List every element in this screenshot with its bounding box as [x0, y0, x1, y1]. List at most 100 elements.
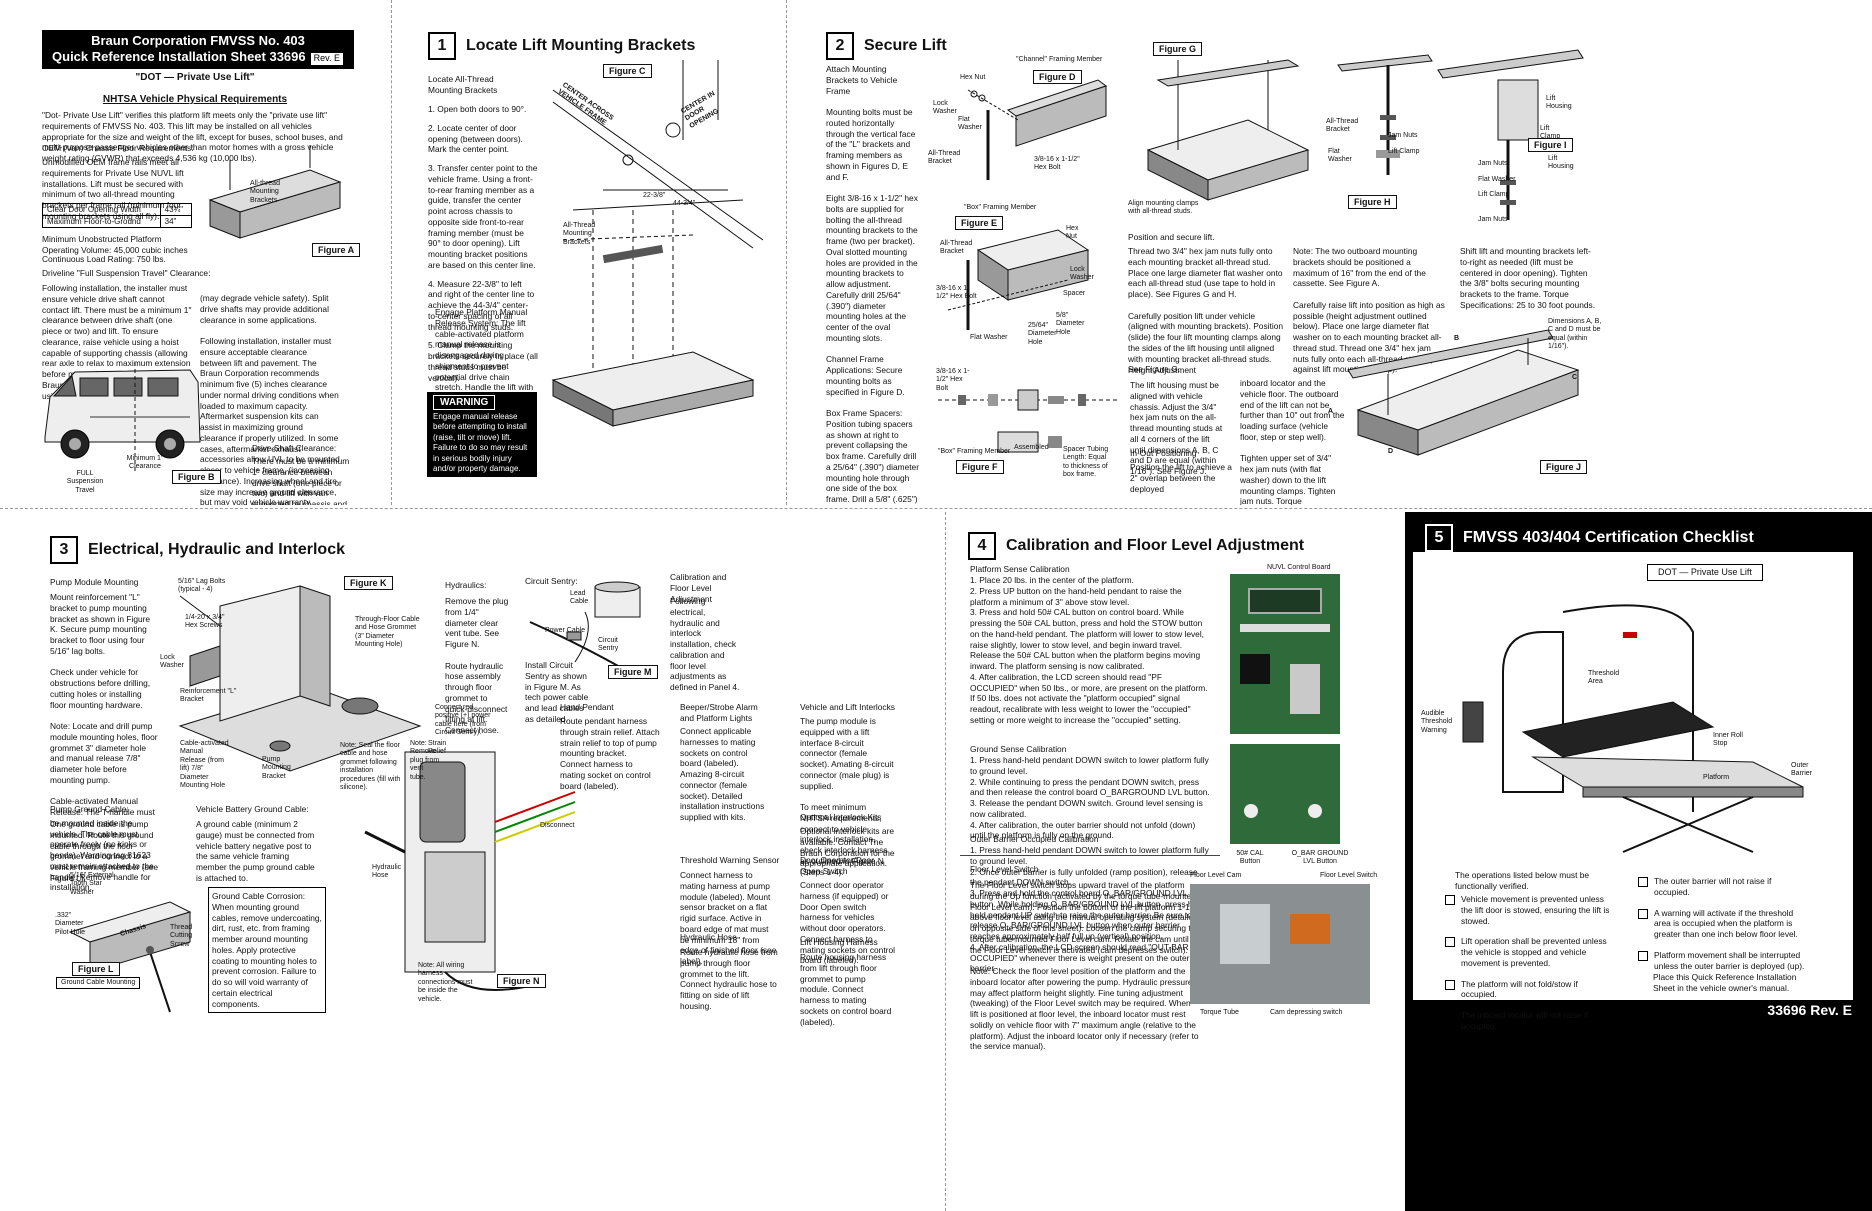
- figure-e-illustration: [947, 229, 1090, 330]
- board-detail-photo: [1230, 744, 1340, 844]
- divider-2: [786, 0, 787, 505]
- checkbox[interactable]: [1445, 979, 1455, 990]
- check-item[interactable]: The inboard locator will not raise if oc…: [1445, 1010, 1615, 1032]
- checkbox[interactable]: [1638, 950, 1648, 961]
- ops-intro: The operations listed below must be func…: [1455, 870, 1590, 891]
- figure-n-label: Figure N: [497, 974, 546, 988]
- lbl-diam2-e: 25/64" Diameter Hole: [1028, 322, 1057, 346]
- lbl-spacer-e: Spacer: [1063, 290, 1086, 297]
- circuit-text: Install Circuit Sentry as shown in Figur…: [525, 660, 589, 724]
- page-5-calibration: 4 Calibration and Floor Level Adjustment…: [960, 512, 1400, 1211]
- figure-l-illustration: [68, 901, 192, 1013]
- lbl-circuit-sentry: Circuit Sentry: [598, 637, 619, 653]
- figure-f-illustration: [938, 389, 1118, 453]
- figure-h-label: Figure H: [1348, 195, 1397, 209]
- lbl-lockwasher: Lock Washer: [160, 654, 184, 670]
- lbl-disconnect: Disconnect: [540, 822, 575, 829]
- note-text: Note: The two outboard mounting brackets…: [1293, 246, 1445, 375]
- beeper-heading: Beeper/Strobe Alarm and Platform Lights: [680, 702, 758, 723]
- checkbox[interactable]: [1445, 895, 1455, 905]
- lbl-hexbolt-f: 3/8-16 x 1-1/2" Hex Bolt: [936, 368, 970, 392]
- lbl-jamnuts-i2: Jam Nuts: [1478, 216, 1508, 223]
- section-title-text: Locate Lift Mounting Brackets: [466, 37, 696, 54]
- lbl-floor-cam: Floor Level Cam: [1190, 872, 1242, 879]
- floor-text: The Floor Level switch stops upward trav…: [970, 880, 1200, 1052]
- lbl-power-cable: Power Cable: [545, 627, 586, 634]
- figure-m-label: Figure M: [608, 665, 658, 679]
- subtitle: "DOT — Private Use Lift": [135, 72, 255, 83]
- cal-button: [1244, 804, 1258, 818]
- calib-heading: Calibration and Floor Level Adjustment: [670, 572, 727, 604]
- lbl-flatwasher-h: Flat Washer: [1328, 148, 1352, 164]
- warning-box: WARNING Engage manual release before att…: [427, 392, 537, 478]
- check-item[interactable]: Lift operation shall be prevented unless…: [1445, 936, 1615, 968]
- check-item[interactable]: Platform movement shall be interrupted u…: [1638, 950, 1808, 972]
- lift-harness-heading: Lift Housing Harness: [800, 937, 878, 947]
- note-all: Note: All wiring harness connections mus…: [418, 962, 473, 1003]
- check-item[interactable]: Vehicle movement is prevented unless the…: [1445, 894, 1615, 926]
- section-2-title: 2 Secure Lift: [826, 32, 947, 60]
- corrosion-text: When mounting ground cables, remove unde…: [212, 901, 322, 1009]
- figure-a-label: Figure A: [312, 243, 361, 257]
- outer-steps: 1. Press hand-held pendant DOWN switch t…: [970, 845, 1209, 974]
- lbl-50cal: 50# CAL Button: [1236, 850, 1264, 866]
- lbl-hexnut-e: Hex Nut: [1066, 225, 1079, 241]
- inout-text: Position the lift to achieve a 2" overla…: [1130, 462, 1232, 494]
- section-5-title: 5 FMVSS 403/404 Certification Checklist: [1425, 524, 1754, 552]
- checkbox[interactable]: [1638, 877, 1648, 887]
- position-text: Thread two 3/4" hex jam nuts fully onto …: [1128, 246, 1284, 375]
- title-line-1: Braun Corporation FMVSS No. 403: [91, 33, 305, 48]
- position-heading: Position and secure lift.: [1128, 232, 1215, 242]
- allthread-label: All-Thread Mounting Brackets: [563, 222, 596, 246]
- battery-heading: Vehicle Battery Ground Cable:: [196, 804, 309, 814]
- lbl-hexscrews: 1/4-20 x 3/4" Hex Screws: [185, 614, 225, 630]
- assembled-label: Assembled: [1014, 444, 1049, 451]
- beeper-text: Connect applicable harnesses to mating s…: [680, 726, 765, 822]
- lbl-lockwasher-d: Lock Washer: [933, 100, 957, 116]
- figure-c-label: Figure C: [603, 64, 652, 78]
- lbl-allthread-h: All-Thread Bracket: [1326, 118, 1359, 134]
- checkbox[interactable]: [1445, 1011, 1455, 1021]
- page-3-secure-lift: 2 Secure Lift Attach Mounting Brackets t…: [788, 0, 1872, 505]
- minimum-clearance-label: Minimum 1" Clearance: [126, 455, 164, 471]
- pump-heading: Pump Module Mounting: [50, 577, 139, 587]
- figure-l-label: Figure L: [72, 962, 120, 976]
- height-heading: Height Adjustment: [1128, 365, 1196, 375]
- step-item: 4. Measure 22-3/8" to left and right of …: [428, 278, 535, 332]
- intro-label: Locate All-Thread Mounting Brackets: [428, 74, 498, 95]
- title-line-2: Quick Reference Installation Sheet 33696: [52, 49, 306, 65]
- door-text: Connect door operator harness (if equipp…: [800, 880, 895, 966]
- pump-ground-text: One ground cable is pump mounted. Route …: [50, 819, 158, 883]
- lbl-connect-red: Connect red positive (+) power cable her…: [435, 704, 491, 737]
- figure-m-illustration: [529, 581, 641, 668]
- figure-a-illustration: [208, 145, 342, 239]
- lbl-star-washer: 5/16" External Tooth Star Washer: [70, 872, 114, 896]
- checkbox[interactable]: [1638, 908, 1648, 919]
- lbl-hydhose: Hydraulic Hose: [372, 864, 402, 880]
- check-item[interactable]: The outer barrier will not raise if occu…: [1638, 876, 1808, 898]
- check-item[interactable]: The platform will not fold/stow if occup…: [1445, 979, 1615, 1001]
- lbl-thread-cutting: Thread Cutting Screw: [170, 924, 193, 948]
- section-1-title: 1 Locate Lift Mounting Brackets: [428, 32, 695, 60]
- obar-button: [1308, 804, 1322, 818]
- lbl-torque: Torque Tube: [1200, 1009, 1239, 1016]
- checkbox[interactable]: [1445, 937, 1455, 948]
- figure-i-illustration: [1437, 49, 1584, 220]
- check-item[interactable]: A warning will activate if the threshold…: [1638, 908, 1808, 940]
- step-item: 5. Clamp the mounting brackets securely …: [428, 340, 538, 383]
- floor-switch-photo: [1190, 884, 1370, 1004]
- outer-heading: Outer Barrier Occupied Calibration: [970, 834, 1099, 844]
- height-text: The lift housing must be aligned with ve…: [1130, 380, 1223, 476]
- lbl-pumpbracket: Pump Mounting Bracket: [262, 756, 291, 780]
- section-title-text: Calibration and Floor Level Adjustment: [1006, 537, 1305, 554]
- inboard-text: inboard locator and the vehicle floor. T…: [1240, 378, 1345, 505]
- figure-d-illustration: [967, 79, 1108, 180]
- divider-h: [0, 508, 1872, 509]
- connector-strip: [1240, 624, 1330, 632]
- page-6-checklist: DOT — Private Use Lift Threshold Area Au…: [1405, 512, 1872, 1211]
- lbl-cable-release: Cable-activated Manual Release (from lif…: [180, 740, 229, 789]
- figure-j-illustration: [1347, 329, 1580, 456]
